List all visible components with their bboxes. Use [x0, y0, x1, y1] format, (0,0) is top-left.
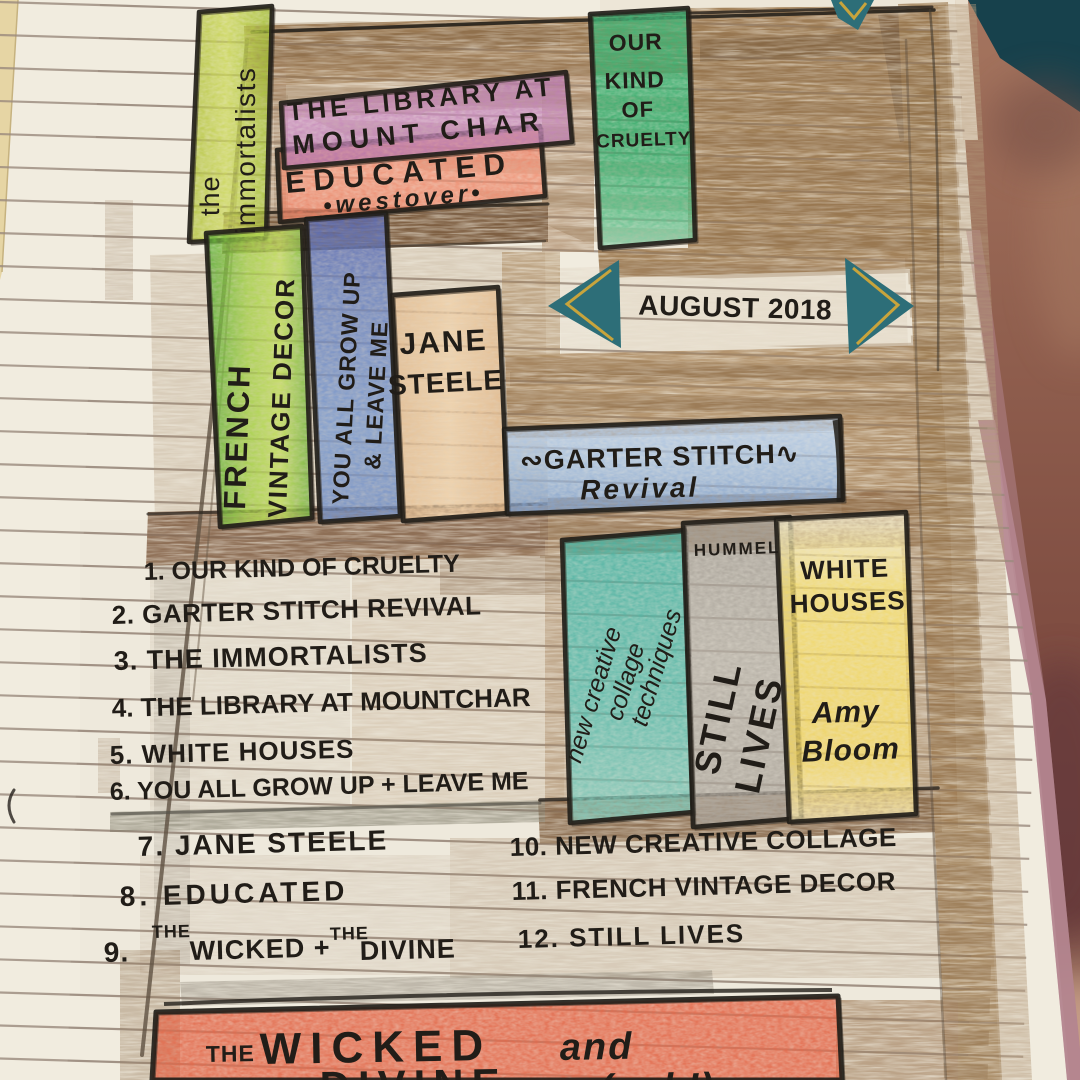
- svg-text:KIND: KIND: [604, 66, 665, 94]
- svg-text:7. JANE STEELE: 7. JANE STEELE: [137, 824, 388, 862]
- svg-text:the: the: [195, 175, 225, 216]
- svg-text:and: and: [559, 1026, 633, 1069]
- svg-text:HOUSES: HOUSES: [789, 585, 906, 619]
- svg-text:THE: THE: [152, 921, 192, 942]
- svg-text:HUMMEL: HUMMEL: [693, 538, 780, 560]
- svg-text:8. EDUCATED: 8. EDUCATED: [119, 875, 348, 912]
- svg-text:Revival: Revival: [580, 471, 700, 505]
- svg-text:immortalists: immortalists: [230, 67, 261, 234]
- svg-text:WICKED +: WICKED +: [189, 932, 331, 966]
- svg-text:THE: THE: [330, 923, 370, 944]
- svg-text:STEELE: STEELE: [387, 364, 503, 401]
- svg-text:WICKED: WICKED: [259, 1021, 492, 1074]
- svg-text:JANE: JANE: [399, 324, 489, 362]
- svg-text:CRUELTY: CRUELTY: [596, 128, 692, 152]
- svg-text:OF: OF: [621, 96, 654, 122]
- svg-text:AUGUST 2018: AUGUST 2018: [638, 289, 833, 325]
- svg-text:12. STILL LIVES: 12. STILL LIVES: [517, 918, 745, 954]
- svg-text:WHITE: WHITE: [800, 552, 890, 585]
- svg-text:(vol I): (vol I): [599, 1066, 715, 1080]
- svg-text:OUR: OUR: [608, 28, 663, 56]
- svg-text:5. WHITE HOUSES: 5. WHITE HOUSES: [109, 734, 354, 770]
- svg-text:9.: 9.: [103, 936, 129, 968]
- svg-text:∾GARTER STITCH∿: ∾GARTER STITCH∿: [520, 438, 800, 475]
- svg-text:Bloom: Bloom: [801, 732, 900, 768]
- svg-text:Amy: Amy: [810, 695, 880, 730]
- svg-text:DIVINE: DIVINE: [319, 1060, 508, 1080]
- svg-text:DIVINE: DIVINE: [359, 933, 456, 966]
- svg-text:THE: THE: [206, 1040, 255, 1067]
- svg-text:FRENCH: FRENCH: [217, 362, 257, 510]
